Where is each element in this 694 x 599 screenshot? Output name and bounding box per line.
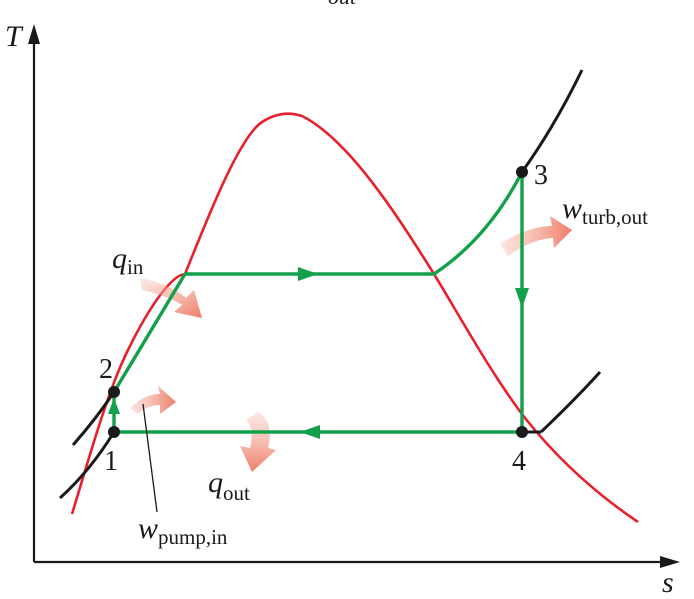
w-turb-out-arrow-icon: [500, 216, 572, 256]
state-point-4: [516, 426, 528, 438]
w-turb-out-main: w: [562, 192, 582, 225]
q-out-arrow-icon: [240, 412, 276, 472]
axes: T s: [5, 20, 680, 599]
y-axis-arrowhead-icon: [28, 24, 40, 44]
w-turb-out-label: wturb,out: [562, 192, 648, 229]
state-points: [108, 166, 528, 438]
state-point-2: [108, 386, 120, 398]
q-in-label: qin: [112, 242, 144, 279]
boiler-direction-arrow-icon: [298, 267, 318, 281]
process-2-to-3: [112, 171, 524, 393]
state-label-1: 1: [104, 446, 118, 477]
state-label-2: 2: [99, 354, 113, 385]
energy-arrows: [130, 216, 572, 472]
w-turb-out-sub: turb,out: [582, 205, 648, 229]
w-pump-in-leader-line: [142, 403, 158, 513]
high-pressure-isobar: [71, 391, 116, 446]
pump-direction-arrow-icon: [108, 398, 120, 414]
saturation-dome: [70, 112, 639, 524]
w-pump-in-arrow-icon: [130, 386, 176, 414]
w-pump-in-sub: pump,in: [158, 525, 228, 549]
q-out-label: qout: [208, 466, 250, 505]
q-out-main: q: [208, 466, 223, 499]
low-pressure-isobar-liquid: [58, 431, 116, 500]
q-out-sub: out: [223, 481, 250, 505]
high-pressure-isobar-superheat: [520, 69, 584, 173]
top-cropped-text: out: [328, 0, 357, 9]
low-pressure-isobar-superheat: [539, 370, 602, 434]
w-pump-in-label: wpump,in: [138, 512, 228, 549]
rankine-cycle: [108, 171, 541, 439]
x-axis-label: s: [662, 566, 674, 599]
isobars: [58, 69, 602, 500]
state-label-4: 4: [512, 446, 526, 477]
q-in-main: q: [112, 242, 127, 275]
x-axis-arrowhead-icon: [660, 556, 680, 568]
state-point-1: [108, 426, 120, 438]
state-point-3: [516, 166, 528, 178]
w-pump-in-main: w: [138, 512, 158, 545]
condenser-direction-arrow-icon: [300, 425, 320, 439]
turbine-direction-arrow-icon: [515, 288, 529, 308]
state-label-3: 3: [534, 160, 548, 191]
y-axis-label: T: [5, 20, 24, 53]
q-in-sub: in: [127, 255, 144, 279]
